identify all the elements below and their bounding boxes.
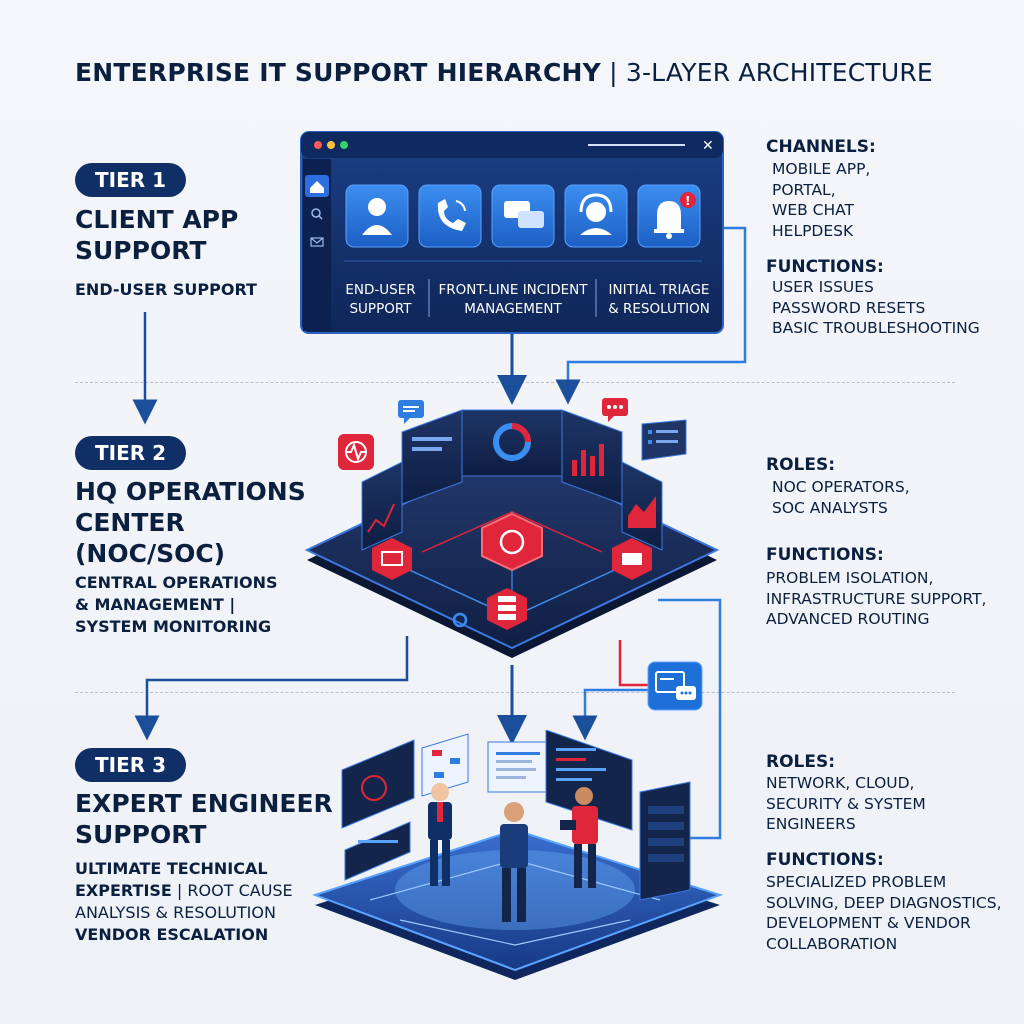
- tier2-functions-list: PROBLEM ISOLATION,INFRASTRUCTURE SUPPORT…: [766, 569, 987, 628]
- expert-platform: [311, 730, 724, 980]
- chat-icon: [491, 184, 555, 248]
- tier3-roles-label: ROLES:: [766, 752, 836, 772]
- headset-icon: [564, 184, 628, 248]
- search-icon: [311, 208, 321, 218]
- engineer-left: [428, 783, 452, 886]
- tier-divider-2: [75, 692, 955, 693]
- bell-icon: !: [637, 184, 701, 248]
- title-main: ENTERPRISE IT SUPPORT HIERARCHY: [75, 58, 601, 87]
- core-hub-icon: [481, 512, 543, 572]
- status-list-icon: [641, 419, 687, 461]
- tier1-functions-label: FUNCTIONS:: [766, 257, 884, 277]
- tier1-channels-label: CHANNELS:: [766, 137, 876, 157]
- user-icon: [345, 184, 409, 248]
- tier3-subtitle: ULTIMATE TECHNICAL EXPERTISE | ROOT CAUS…: [75, 859, 293, 944]
- window-max-dot: [340, 141, 348, 149]
- gear-icon: [452, 612, 468, 628]
- window-min-dot: [327, 141, 335, 149]
- monitor-icon: [372, 538, 412, 580]
- tier3-badge: TIER 3: [75, 748, 187, 782]
- tier3-functions-label: FUNCTIONS:: [766, 850, 884, 870]
- ticket-to-expert-arrow: [572, 688, 648, 741]
- svg-text:!: !: [685, 194, 690, 208]
- tier2-roles-label: ROLES:: [766, 455, 836, 475]
- tier1-badge: TIER 1: [75, 163, 187, 197]
- noc-platform: [304, 409, 720, 658]
- alert-bubble-icon: [602, 398, 628, 422]
- tier2-roles-list: NOC OPERATORS,SOC ANALYSTS: [772, 478, 910, 517]
- tier2-functions-label: FUNCTIONS:: [766, 545, 884, 565]
- heartbeat-alert-icon: [338, 434, 374, 470]
- ticket-chat-icon: [647, 661, 703, 711]
- mail-icon: [310, 237, 324, 247]
- window-close-dot: [314, 141, 322, 149]
- tier2-badge: TIER 2: [75, 436, 187, 470]
- title-suffix: | 3-LAYER ARCHITECTURE: [600, 58, 933, 87]
- log-screen: [487, 741, 551, 793]
- engineer-center: [500, 802, 528, 922]
- phone-icon: [418, 184, 482, 248]
- window-label-triage: INITIAL TRIAGE& RESOLUTION: [608, 282, 710, 317]
- flowchart-screen: [421, 733, 469, 797]
- tier-divider-1: [75, 382, 955, 383]
- network-map-screen: [341, 739, 415, 829]
- page-title: ENTERPRISE IT SUPPORT HIERARCHY | 3-LAYE…: [75, 58, 933, 87]
- terminal-desk: [344, 821, 411, 881]
- close-icon: ✕: [702, 138, 714, 154]
- home-icon: [310, 181, 324, 193]
- message-bubble-icon: [398, 400, 424, 424]
- engineer-right: [560, 787, 598, 888]
- tier2-subtitle: CENTRAL OPERATIONS& MANAGEMENT |SYSTEM M…: [75, 573, 278, 636]
- client-app-window: ✕ !: [300, 131, 724, 334]
- tier1-subtitle: END-USER SUPPORT: [75, 280, 257, 299]
